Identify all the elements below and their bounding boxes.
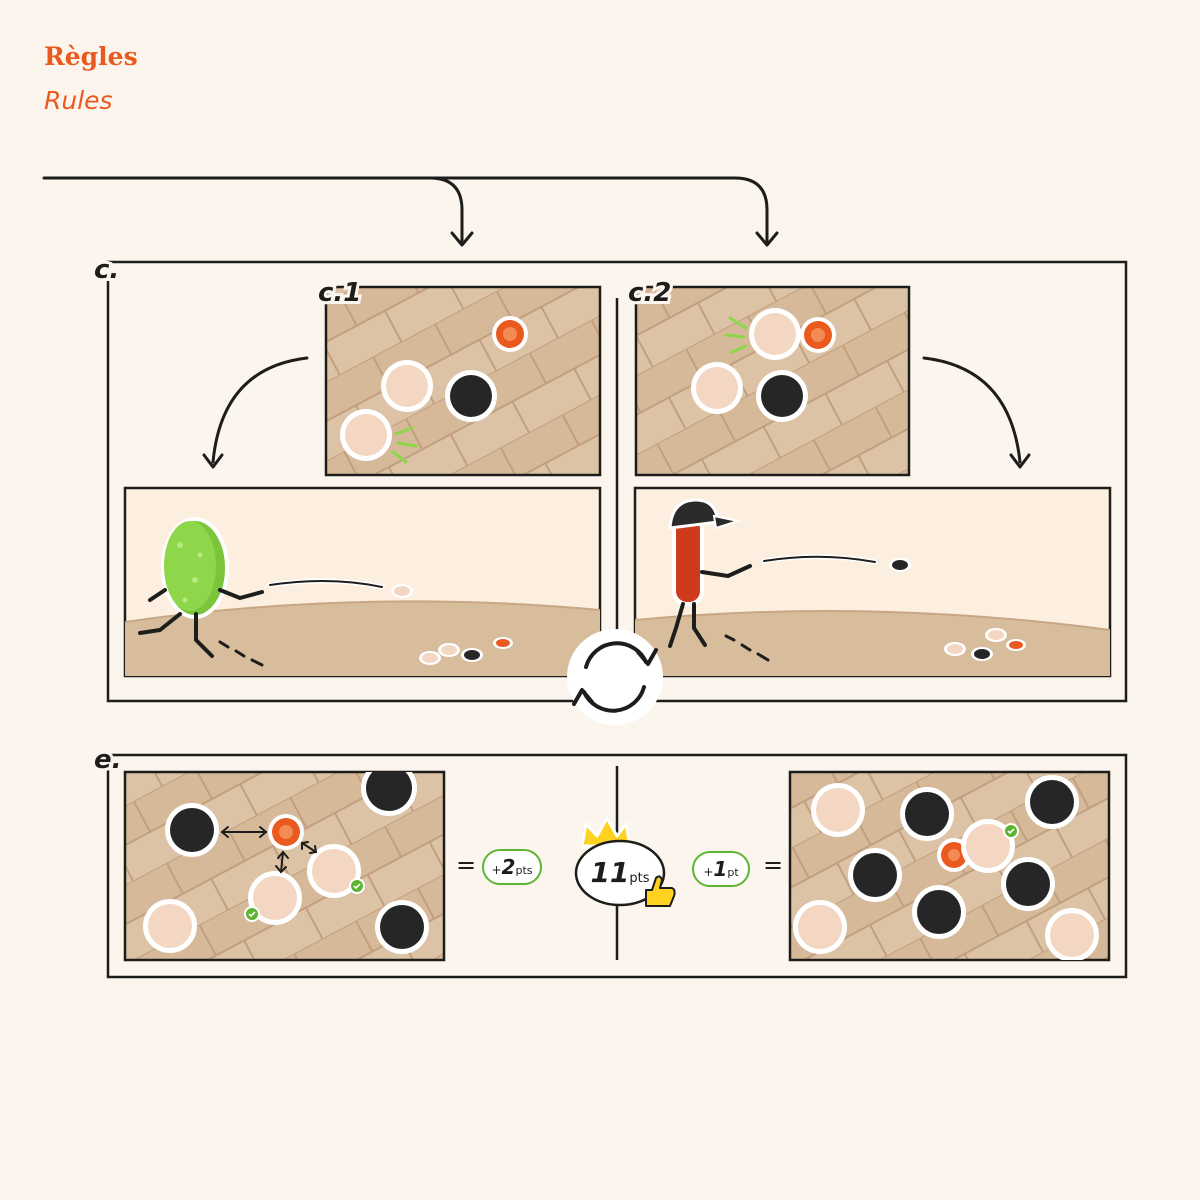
token-black (900, 787, 954, 841)
badge-unit: pts (515, 864, 532, 877)
panel-label-c2: c.2 (628, 278, 671, 308)
section-label-e: e. (94, 745, 122, 775)
score-badge-2pts: +2pts (482, 849, 542, 885)
board-e-right (788, 770, 1111, 962)
section-e-frame (106, 753, 1128, 979)
token-in-flight (391, 584, 413, 598)
token-orange (492, 316, 528, 352)
token-black (1001, 857, 1055, 911)
token-black (361, 772, 417, 816)
board-c1: c.1 (315, 275, 602, 477)
equals-sign-left: = (456, 851, 476, 879)
badge-value: 1 (713, 857, 727, 881)
motion-lines (391, 426, 418, 464)
token-black (1025, 775, 1079, 829)
check-icon (244, 906, 260, 922)
token-orange (800, 317, 836, 353)
distance-arrows (220, 826, 318, 874)
equals-sign-right: = (763, 851, 783, 879)
section-label-c: c. (94, 255, 119, 285)
badge-prefix: + (491, 863, 501, 877)
token-in-flight (889, 558, 911, 572)
svg-text:+2pts: +2pts (491, 855, 532, 879)
badge-prefix: + (703, 865, 713, 879)
token-pink (1045, 908, 1099, 960)
page-title: Règles (44, 42, 138, 71)
scene-c1-throw (123, 486, 602, 678)
token-pink (381, 360, 433, 412)
board-e-left (123, 770, 446, 962)
badge-value: 2 (502, 855, 516, 879)
token-pink (307, 844, 361, 898)
tokens-on-ground (419, 637, 513, 665)
curved-arrows (202, 356, 1031, 469)
token-pink (248, 871, 302, 925)
winning-score-badge: 11pts (574, 816, 676, 907)
token-black (756, 370, 808, 422)
check-icon (349, 878, 365, 894)
svg-text:+1pt: +1pt (703, 857, 739, 881)
score-badge-1pt: +1pt (692, 851, 750, 887)
check-icon (1003, 823, 1019, 839)
win-unit: pts (629, 871, 649, 886)
tokens-on-ground (944, 628, 1026, 661)
win-value: 11 (590, 856, 629, 889)
token-pink (691, 362, 743, 414)
cycle-arrows-icon (567, 629, 663, 725)
thumbs-up-icon (645, 875, 676, 907)
token-pink (793, 900, 847, 954)
token-black (375, 900, 429, 954)
token-black (912, 885, 966, 939)
red-player (668, 498, 770, 662)
token-pink (811, 783, 865, 837)
motion-lines (724, 316, 748, 354)
token-orange (268, 814, 304, 850)
svg-text:11pts: 11pts (590, 856, 649, 889)
panel-label-c1: c.1 (318, 278, 361, 308)
token-pink (143, 899, 197, 953)
token-pink-moving (749, 308, 801, 360)
token-black (848, 848, 902, 902)
board-c2: c.2 (625, 275, 911, 477)
scene-c2-throw (633, 486, 1112, 678)
token-black (445, 370, 497, 422)
token-pink (961, 819, 1015, 873)
page-subtitle: Rules (44, 86, 113, 115)
token-pink-moving (340, 409, 392, 461)
badge-unit: pt (727, 866, 739, 879)
green-player (138, 517, 264, 667)
top-arrows (42, 176, 779, 247)
token-black (165, 803, 219, 857)
